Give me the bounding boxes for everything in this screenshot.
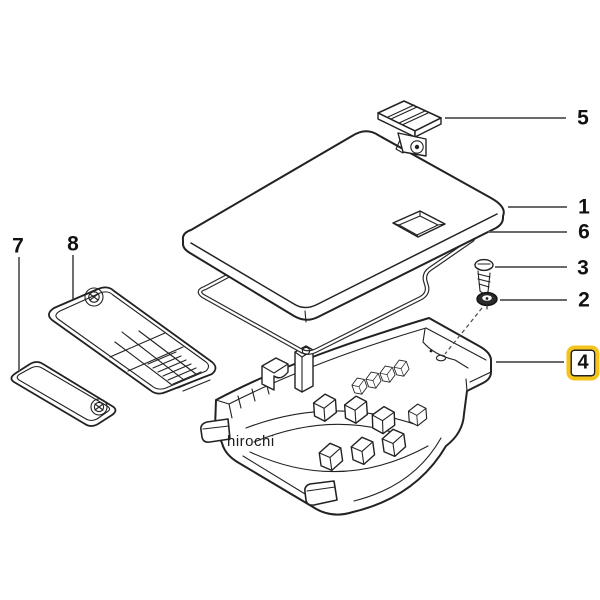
- part-5-latch-clamp: [377, 100, 442, 157]
- lid-latch-recess: [392, 210, 446, 238]
- housing-front-tab: [304, 480, 338, 506]
- part-8-label-card: [48, 286, 217, 395]
- part-7-label-card: [10, 361, 117, 427]
- callout-7[interactable]: 7: [12, 234, 24, 258]
- callout-2[interactable]: 2: [578, 288, 590, 312]
- callout-8[interactable]: 8: [67, 232, 79, 256]
- part-4-housing: [200, 317, 493, 516]
- callout-6[interactable]: 6: [578, 220, 590, 244]
- callout-4-highlighted[interactable]: 4: [566, 345, 600, 381]
- callout-leader-lines: [18, 117, 567, 371]
- watermark-text: hirochi: [227, 433, 275, 450]
- housing-left-tab: [200, 418, 231, 443]
- part-2-washer: [444, 291, 498, 355]
- part-3-screw: [474, 258, 494, 294]
- part-1-cover-lid: [181, 130, 505, 323]
- callout-3[interactable]: 3: [577, 256, 589, 280]
- part-7-roundel-emblem: [90, 398, 108, 416]
- callout-5[interactable]: 5: [577, 106, 589, 130]
- part-8-roundel-emblem: [84, 287, 104, 307]
- callout-1[interactable]: 1: [578, 195, 590, 219]
